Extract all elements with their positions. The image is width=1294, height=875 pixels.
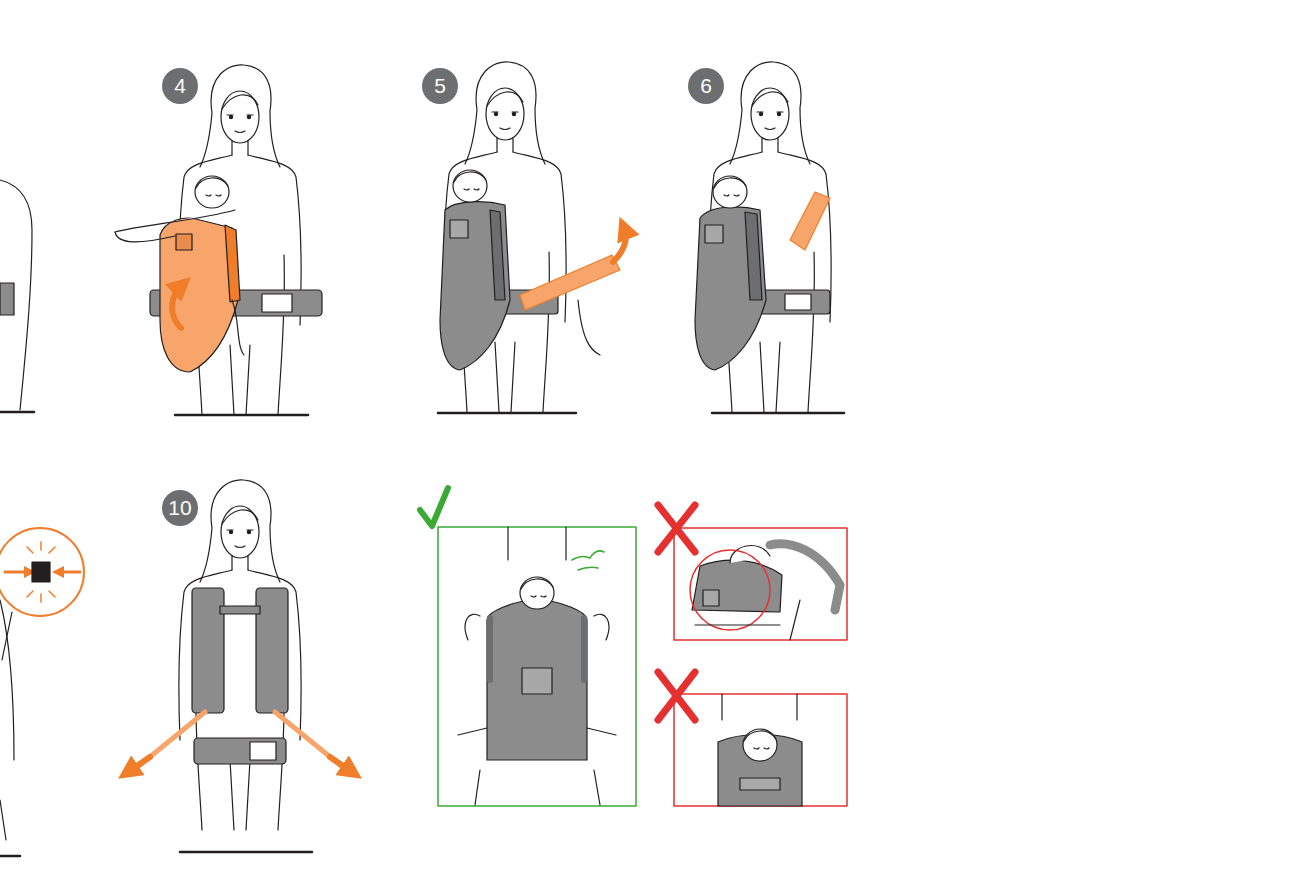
callout-number: 5	[422, 68, 458, 104]
callout-number: 4	[162, 68, 198, 104]
callout-number: 6	[688, 68, 724, 104]
callout-number: 10	[162, 490, 198, 526]
